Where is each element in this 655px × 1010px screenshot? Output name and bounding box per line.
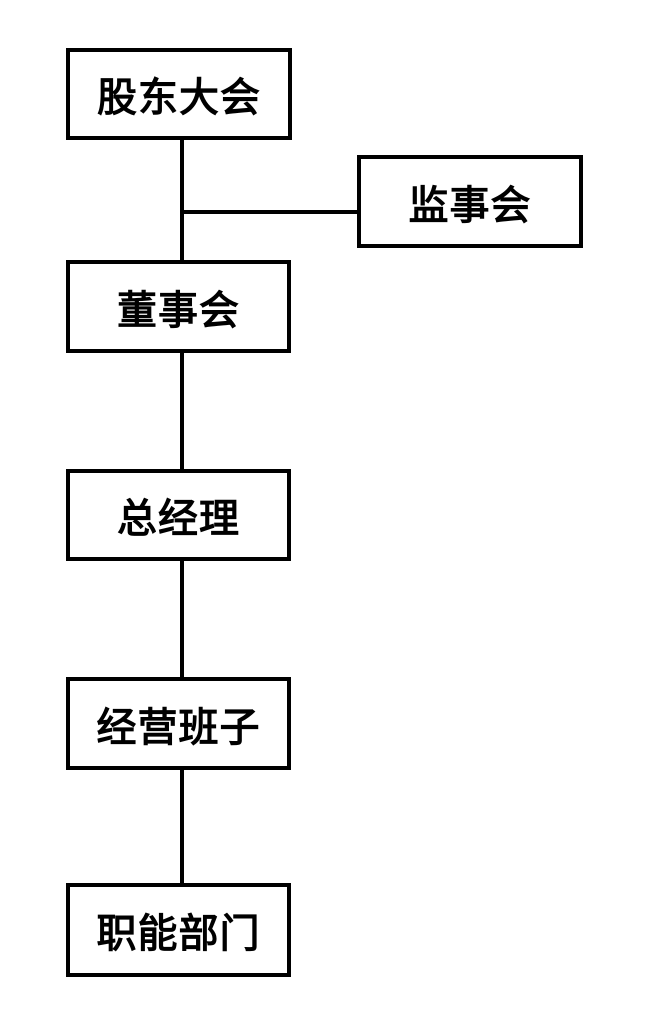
node-board-of-directors: 董事会 [66, 260, 291, 353]
connector-team-to-depts [180, 768, 184, 885]
node-general-manager: 总经理 [66, 469, 291, 561]
node-management-team-label: 经营班子 [96, 705, 261, 750]
connector-shareholders-to-board [180, 138, 184, 262]
node-board-of-supervisors-label: 监事会 [408, 183, 532, 228]
node-functional-departments: 职能部门 [66, 883, 291, 977]
node-board-of-supervisors: 监事会 [357, 155, 583, 248]
node-board-of-directors-label: 董事会 [117, 288, 240, 333]
connector-gm-to-team [180, 559, 184, 679]
connector-branch-to-supervisors [182, 210, 359, 214]
node-shareholders-meeting: 股东大会 [66, 48, 292, 140]
node-shareholders-meeting-label: 股东大会 [97, 76, 261, 120]
node-management-team: 经营班子 [66, 677, 291, 770]
node-functional-departments-label: 职能部门 [96, 912, 261, 956]
connector-board-to-gm [180, 351, 184, 471]
node-general-manager-label: 总经理 [117, 497, 240, 541]
